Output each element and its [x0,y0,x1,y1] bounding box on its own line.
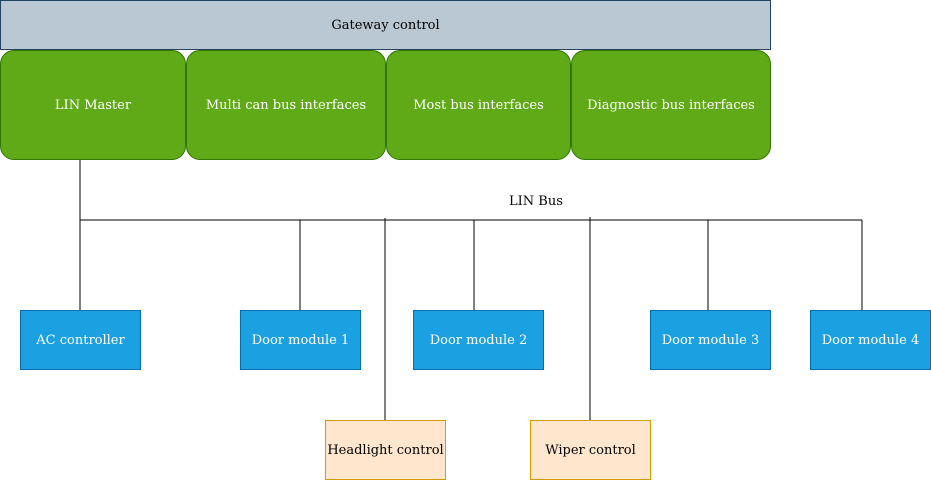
ac-controller-label: AC controller [36,332,125,348]
multi-can-bus-label: Multi can bus interfaces [205,97,367,113]
door-module-1-label: Door module 1 [251,332,350,348]
lin-master-box: LIN Master [0,50,186,160]
wiper-control-box: Wiper control [530,420,651,480]
multi-can-bus-box: Multi can bus interfaces [186,50,386,160]
gateway-control-label: Gateway control [331,17,440,33]
headlight-control-box: Headlight control [325,420,446,480]
gateway-control-box: Gateway control [0,0,771,50]
most-bus-box: Most bus interfaces [386,50,571,160]
most-bus-label: Most bus interfaces [413,97,544,113]
door-module-4-label: Door module 4 [821,332,920,348]
door-module-3-box: Door module 3 [650,310,771,370]
door-module-1-box: Door module 1 [240,310,361,370]
door-module-2-box: Door module 2 [413,310,544,370]
lin-master-label: LIN Master [54,97,132,113]
door-module-4-box: Door module 4 [810,310,931,370]
door-module-2-label: Door module 2 [429,332,528,348]
headlight-control-label: Headlight control [327,442,444,458]
diagnostic-bus-box: Diagnostic bus interfaces [571,50,771,160]
wiper-control-label: Wiper control [545,442,636,458]
ac-controller-box: AC controller [20,310,141,370]
lin-bus-label: LIN Bus [509,194,563,209]
door-module-3-label: Door module 3 [661,332,760,348]
diagnostic-bus-label: Diagnostic bus interfaces [587,97,755,113]
